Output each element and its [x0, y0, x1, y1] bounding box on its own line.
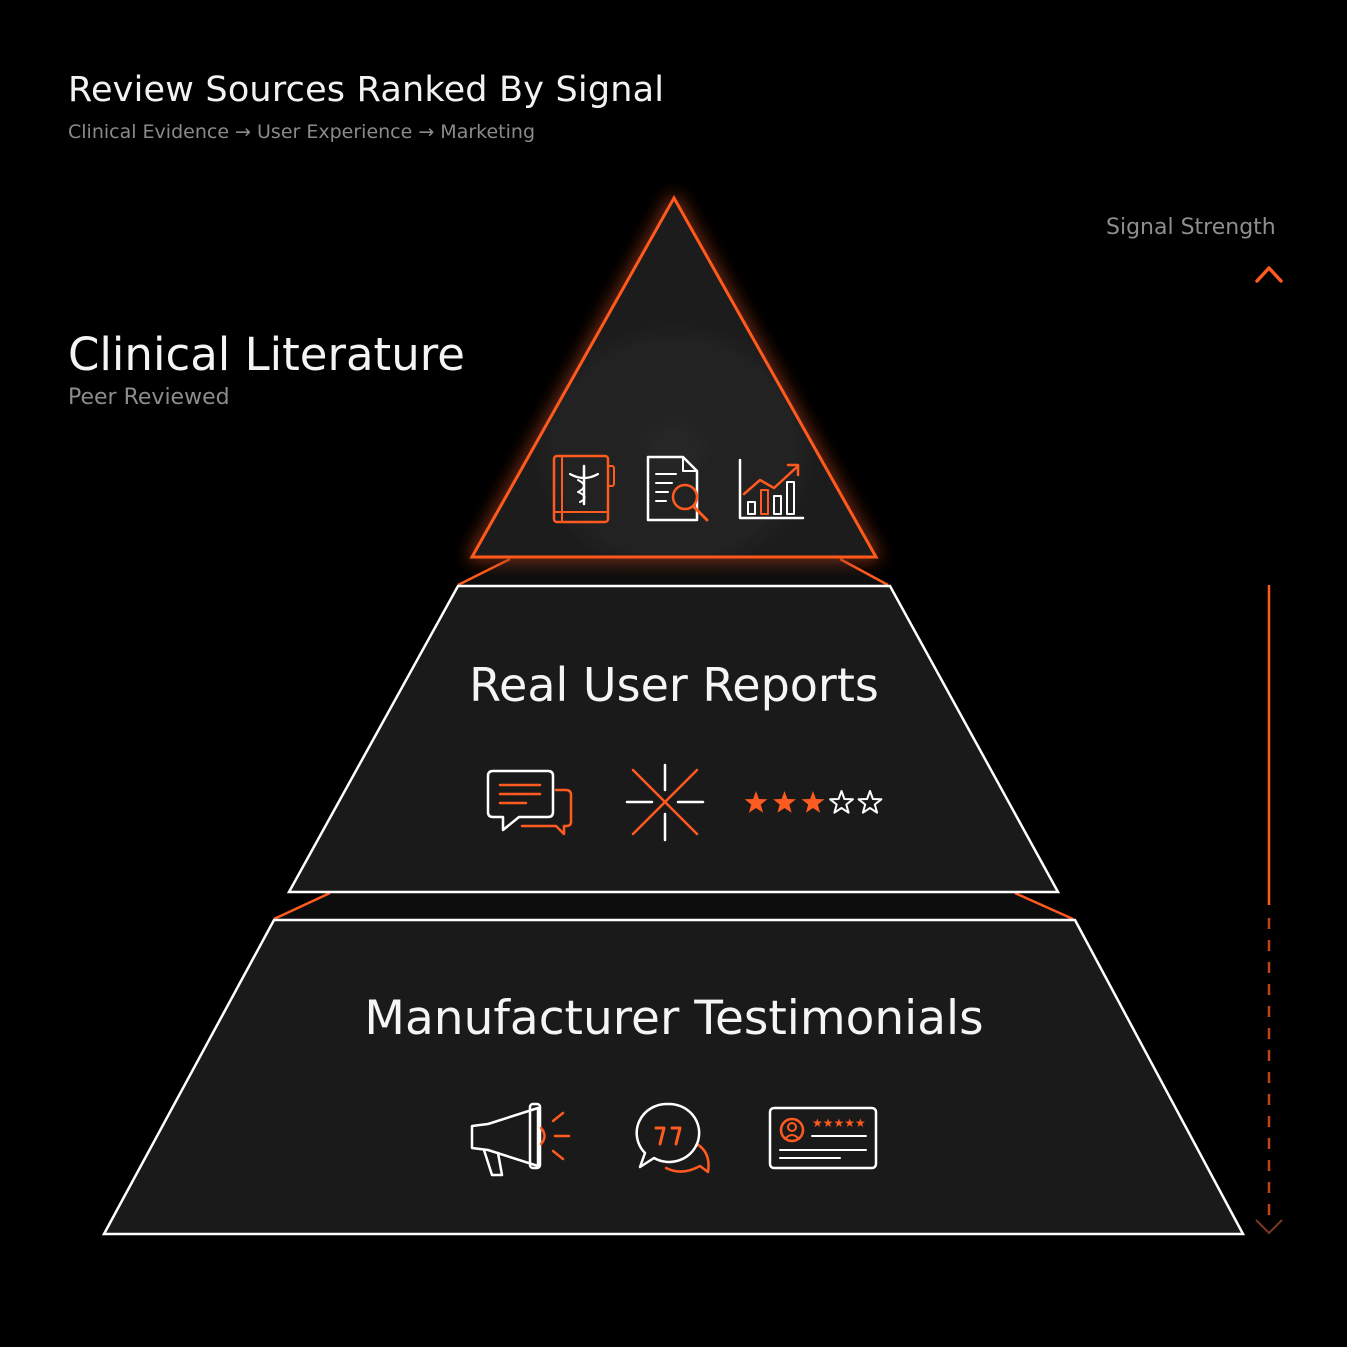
top-tier-subtitle: Peer Reviewed	[68, 385, 230, 410]
middle-tier: Real User Reports	[286, 584, 1061, 894]
star-rating-icon	[744, 790, 883, 814]
star-filled	[773, 791, 796, 813]
svg-text:★★★★★: ★★★★★	[812, 1116, 866, 1130]
arrow-down-icon	[1255, 1219, 1283, 1235]
arrow-up-icon	[1255, 266, 1283, 283]
signal-strength-axis	[1255, 266, 1283, 1235]
tier-connectors	[273, 557, 1074, 921]
chat-bubbles-icon	[486, 769, 573, 836]
growth-chart-icon	[738, 458, 805, 520]
star-empty	[829, 790, 854, 814]
quote-bubble-icon	[635, 1102, 710, 1174]
page-title: Review Sources Ranked By Signal	[68, 70, 665, 110]
page-subtitle: Clinical Evidence → User Experience → Ma…	[68, 121, 536, 143]
document-search-icon	[646, 455, 709, 522]
medical-book-icon	[552, 454, 615, 524]
star-empty	[857, 790, 883, 814]
top-tier-title: Clinical Literature	[68, 328, 465, 381]
review-card-icon: ★★★★★	[768, 1106, 878, 1170]
middle-tier-title: Real User Reports	[469, 658, 879, 712]
star-filled	[744, 791, 768, 813]
megaphone-icon	[470, 1102, 571, 1177]
signal-strength-label: Signal Strength	[1106, 215, 1276, 240]
bottom-tier: Manufacturer Testimonials ★★★★★	[101, 918, 1246, 1236]
sparkle-burst-icon	[625, 763, 705, 842]
star-filled	[801, 791, 825, 813]
bottom-tier-title: Manufacturer Testimonials	[364, 991, 983, 1046]
top-tier	[469, 194, 879, 559]
